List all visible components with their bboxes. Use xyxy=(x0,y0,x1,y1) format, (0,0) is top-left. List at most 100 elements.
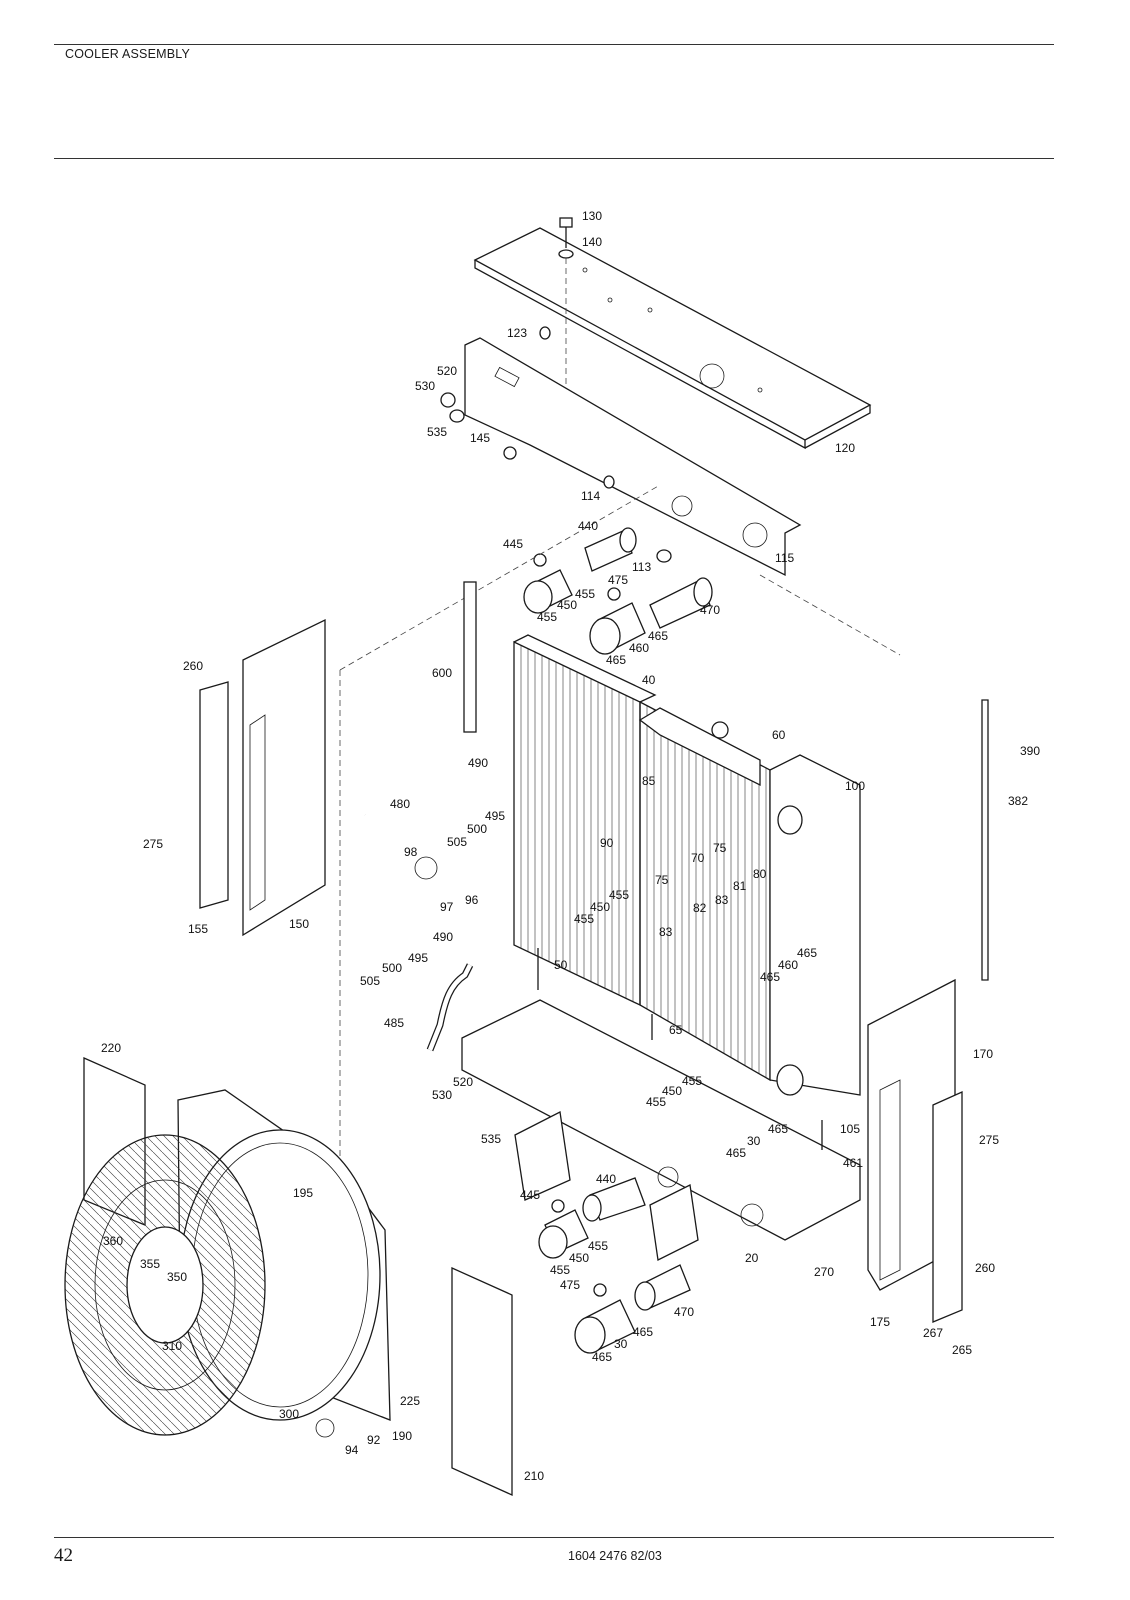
clamp-98 xyxy=(414,856,438,880)
callout-470-a: 470 xyxy=(700,603,720,617)
callout-465-c: 465 xyxy=(797,946,817,960)
callout-96: 96 xyxy=(465,893,479,907)
callout-75-a: 75 xyxy=(713,841,727,855)
callout-520-b: 520 xyxy=(453,1075,473,1089)
washer-535 xyxy=(449,409,465,423)
callout-461-a: 30 xyxy=(747,1134,761,1148)
lower-pipe-group xyxy=(538,1177,691,1354)
callout-475-b: 475 xyxy=(560,1278,580,1292)
callout-480: 480 xyxy=(390,797,410,811)
callout-505-b: 505 xyxy=(360,974,380,988)
callout-465-a: 465 xyxy=(648,629,668,643)
callout-120: 120 xyxy=(835,441,855,455)
callout-470-b: 470 xyxy=(674,1305,694,1319)
callout-475: 475 xyxy=(608,573,628,587)
top-cover-plate xyxy=(473,227,872,450)
document-number: 1604 2476 82/03 xyxy=(568,1549,662,1563)
callout-465-f: 465 xyxy=(726,1146,746,1160)
callout-460-b: 460 xyxy=(778,958,798,972)
callout-115: 115 xyxy=(775,551,794,565)
clamp-94 xyxy=(315,1418,335,1438)
panel-210 xyxy=(451,1266,513,1497)
bolt-130 xyxy=(558,217,574,259)
callout-465-h: 465 xyxy=(592,1350,612,1364)
callout-70: 70 xyxy=(691,851,705,865)
callout-520: 520 xyxy=(437,364,457,378)
callout-450-c: 450 xyxy=(662,1084,682,1098)
callout-92: 92 xyxy=(367,1433,381,1447)
callout-97: 97 xyxy=(440,900,454,914)
callout-465-d: 465 xyxy=(760,970,780,984)
callout-465-b: 465 xyxy=(606,653,626,667)
callout-145: 145 xyxy=(470,431,490,445)
callout-170: 170 xyxy=(973,1047,993,1061)
callout-40: 40 xyxy=(642,673,656,687)
callout-465-g: 465 xyxy=(633,1325,653,1339)
bolt-530 xyxy=(440,392,456,408)
callout-155: 155 xyxy=(188,922,208,936)
footer-rule xyxy=(54,1537,1054,1538)
callout-270: 270 xyxy=(814,1265,834,1279)
callout-100: 100 xyxy=(845,779,865,793)
fan-guard xyxy=(64,1134,266,1436)
page-title: COOLER ASSEMBLY xyxy=(65,47,191,61)
upper-pipe-group xyxy=(523,527,713,655)
callout-535: 535 xyxy=(427,425,447,439)
callout-267: 267 xyxy=(923,1326,943,1340)
callout-275-a: 275 xyxy=(143,837,163,851)
callout-83-a: 83 xyxy=(715,893,729,907)
callout-455-e: 455 xyxy=(682,1074,702,1088)
callout-455-d: 455 xyxy=(574,912,594,926)
callout-455-a: 455 xyxy=(575,587,595,601)
callout-113: 113 xyxy=(632,560,651,574)
bottom-frame xyxy=(461,999,861,1261)
callout-495-a: 495 xyxy=(485,809,505,823)
seal-strip-600 xyxy=(463,581,477,733)
grommet-113 xyxy=(656,549,672,563)
top-frame-member xyxy=(464,337,802,577)
callout-490-a: 490 xyxy=(468,756,488,770)
callout-labels: 130 140 123 520 530 535 145 120 114 115 … xyxy=(101,209,1040,1483)
callout-485: 485 xyxy=(384,1016,404,1030)
callout-440: 440 xyxy=(578,519,598,533)
callout-114: 114 xyxy=(581,489,600,503)
callout-175: 175 xyxy=(870,1315,890,1329)
callout-30: 461 xyxy=(843,1156,863,1170)
callout-265: 265 xyxy=(952,1343,972,1357)
callout-20: 20 xyxy=(745,1251,759,1265)
callout-195: 195 xyxy=(293,1186,313,1200)
page-number: 42 xyxy=(54,1545,73,1566)
callout-81: 81 xyxy=(733,879,747,893)
callout-350: 350 xyxy=(167,1270,187,1284)
left-side-panels xyxy=(199,618,326,937)
callout-460-a: 460 xyxy=(629,641,649,655)
grommet-114 xyxy=(603,475,615,489)
callout-150: 150 xyxy=(289,917,309,931)
callout-465-e: 465 xyxy=(768,1122,788,1136)
callout-50: 50 xyxy=(554,958,568,972)
callout-461-b: 30 xyxy=(614,1337,628,1351)
callout-530-b: 530 xyxy=(432,1088,452,1102)
callout-450-d: 450 xyxy=(569,1251,589,1265)
callout-535-b: 535 xyxy=(481,1132,501,1146)
callout-450-b: 450 xyxy=(590,900,610,914)
callout-445-b: 445 xyxy=(520,1188,540,1202)
callout-455-b: 455 xyxy=(537,610,557,624)
callout-600: 600 xyxy=(432,666,452,680)
callout-445: 445 xyxy=(503,537,523,551)
callout-130: 130 xyxy=(582,209,602,223)
pipe-485 xyxy=(427,963,473,1051)
callout-140: 140 xyxy=(582,235,602,249)
callout-310: 310 xyxy=(162,1339,182,1353)
callout-490-b: 490 xyxy=(433,930,453,944)
callout-500-a: 500 xyxy=(467,822,487,836)
header-rule-bottom xyxy=(54,158,1054,159)
radiator-core xyxy=(513,634,861,1096)
header-rule-top xyxy=(54,44,1054,45)
callout-495-b: 495 xyxy=(408,951,428,965)
bolt-145 xyxy=(503,446,517,460)
callout-355: 355 xyxy=(140,1257,160,1271)
callout-210: 210 xyxy=(524,1469,544,1483)
callout-450-a: 450 xyxy=(557,598,577,612)
callout-360: 360 xyxy=(103,1234,123,1248)
